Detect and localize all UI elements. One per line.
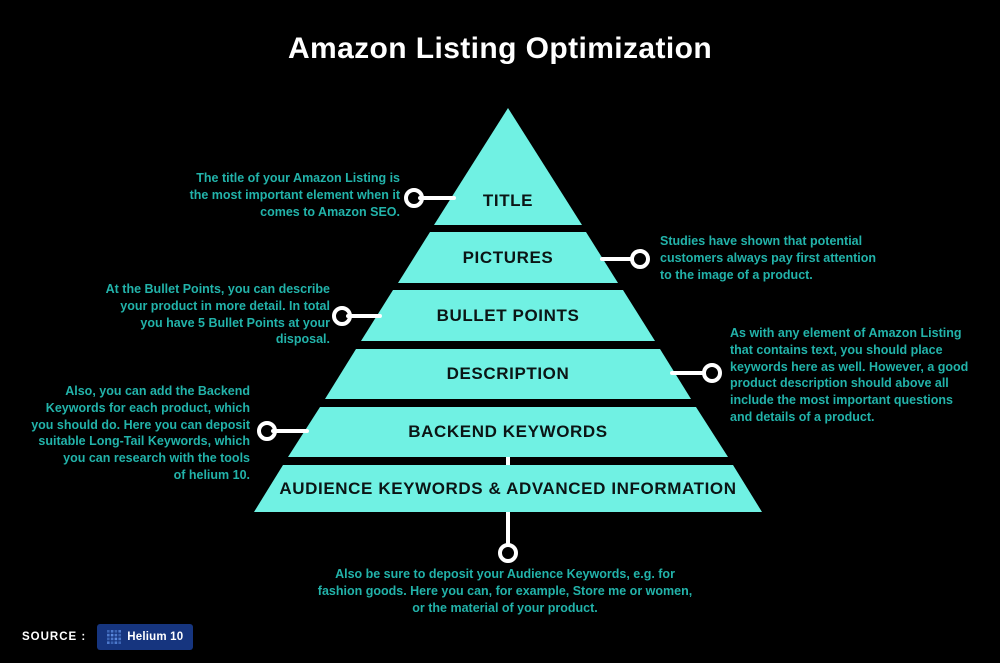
- pyramid-level-label: BULLET POINTS: [436, 305, 580, 325]
- pictures-connector-line: [600, 257, 636, 261]
- backend-keywords-connector-line: [271, 429, 309, 433]
- helium10-brand-text: Helium 10: [127, 631, 184, 643]
- source-label: SOURCE :: [22, 631, 87, 643]
- pyramid-level-label: TITLE: [482, 191, 534, 210]
- helium10-grid-icon: [107, 630, 122, 644]
- helium10-badge: Helium 10: [97, 624, 194, 650]
- callout-pictures: Studies have shown that potential custom…: [660, 234, 877, 282]
- bullet-points-connector-line: [346, 314, 382, 318]
- pyramid-level-label: AUDIENCE KEYWORDS & ADVANCED INFORMATION: [279, 478, 737, 498]
- page-title: Amazon Listing Optimization: [287, 32, 713, 65]
- description-connector-line: [670, 371, 706, 375]
- description-connector-ring: [702, 363, 722, 383]
- callout-bullet-points: At the Bullet Points, you can describe y…: [105, 282, 330, 347]
- audience-connector-ring: [498, 543, 518, 563]
- pyramid-level-backend-keywords: BACKEND KEYWORDS: [288, 407, 728, 457]
- callout-title: The title of your Amazon Listing is the …: [189, 171, 400, 219]
- pyramid-level-label: BACKEND KEYWORDS: [408, 422, 608, 441]
- title-connector-line: [418, 196, 456, 200]
- pyramid-level-label: PICTURES: [462, 247, 554, 267]
- pyramid-level-pictures: PICTURES: [398, 232, 618, 283]
- pyramid-level-bullet-points: BULLET POINTS: [361, 290, 655, 341]
- pyramid-level-audience-keywords: AUDIENCE KEYWORDS & ADVANCED INFORMATION: [254, 465, 762, 512]
- pyramid-level-label: DESCRIPTION: [446, 364, 570, 383]
- callout-backend-keywords: Also, you can add the Backend Keywords f…: [31, 384, 250, 482]
- callout-audience-keywords: Also be sure to deposit your Audience Ke…: [317, 567, 693, 615]
- pictures-connector-ring: [630, 249, 650, 269]
- pyramid-level-description: DESCRIPTION: [325, 349, 691, 399]
- source-row: SOURCE :: [22, 624, 194, 650]
- pyramid: TITLE PICTURES BULLET POINTS DESCRIPTION…: [248, 108, 768, 512]
- callout-description: As with any element of Amazon Listing th…: [730, 326, 969, 424]
